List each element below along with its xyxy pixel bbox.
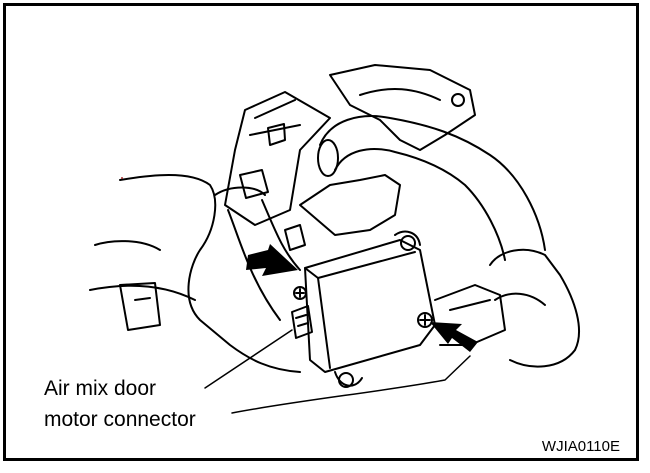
callout-leader-lines xyxy=(204,329,471,414)
arrow-icon xyxy=(246,244,298,276)
hose-support xyxy=(284,174,401,251)
callout-label-line2: motor connector xyxy=(44,408,196,431)
coolant-hose xyxy=(317,115,581,368)
motor-connector xyxy=(291,305,313,339)
figure-code: WJIA0110E xyxy=(541,438,620,455)
arrow-icon xyxy=(430,322,478,352)
screw-icon xyxy=(417,312,433,328)
callout-label-line1: Air mix door xyxy=(44,377,157,400)
housing-outline xyxy=(89,174,301,373)
figure-frame xyxy=(3,3,639,461)
speck xyxy=(121,177,123,179)
electrical-connector-block xyxy=(214,91,331,321)
air-mix-door-motor xyxy=(304,230,506,388)
mounting-bracket xyxy=(329,64,476,151)
screw-icon xyxy=(293,286,307,300)
